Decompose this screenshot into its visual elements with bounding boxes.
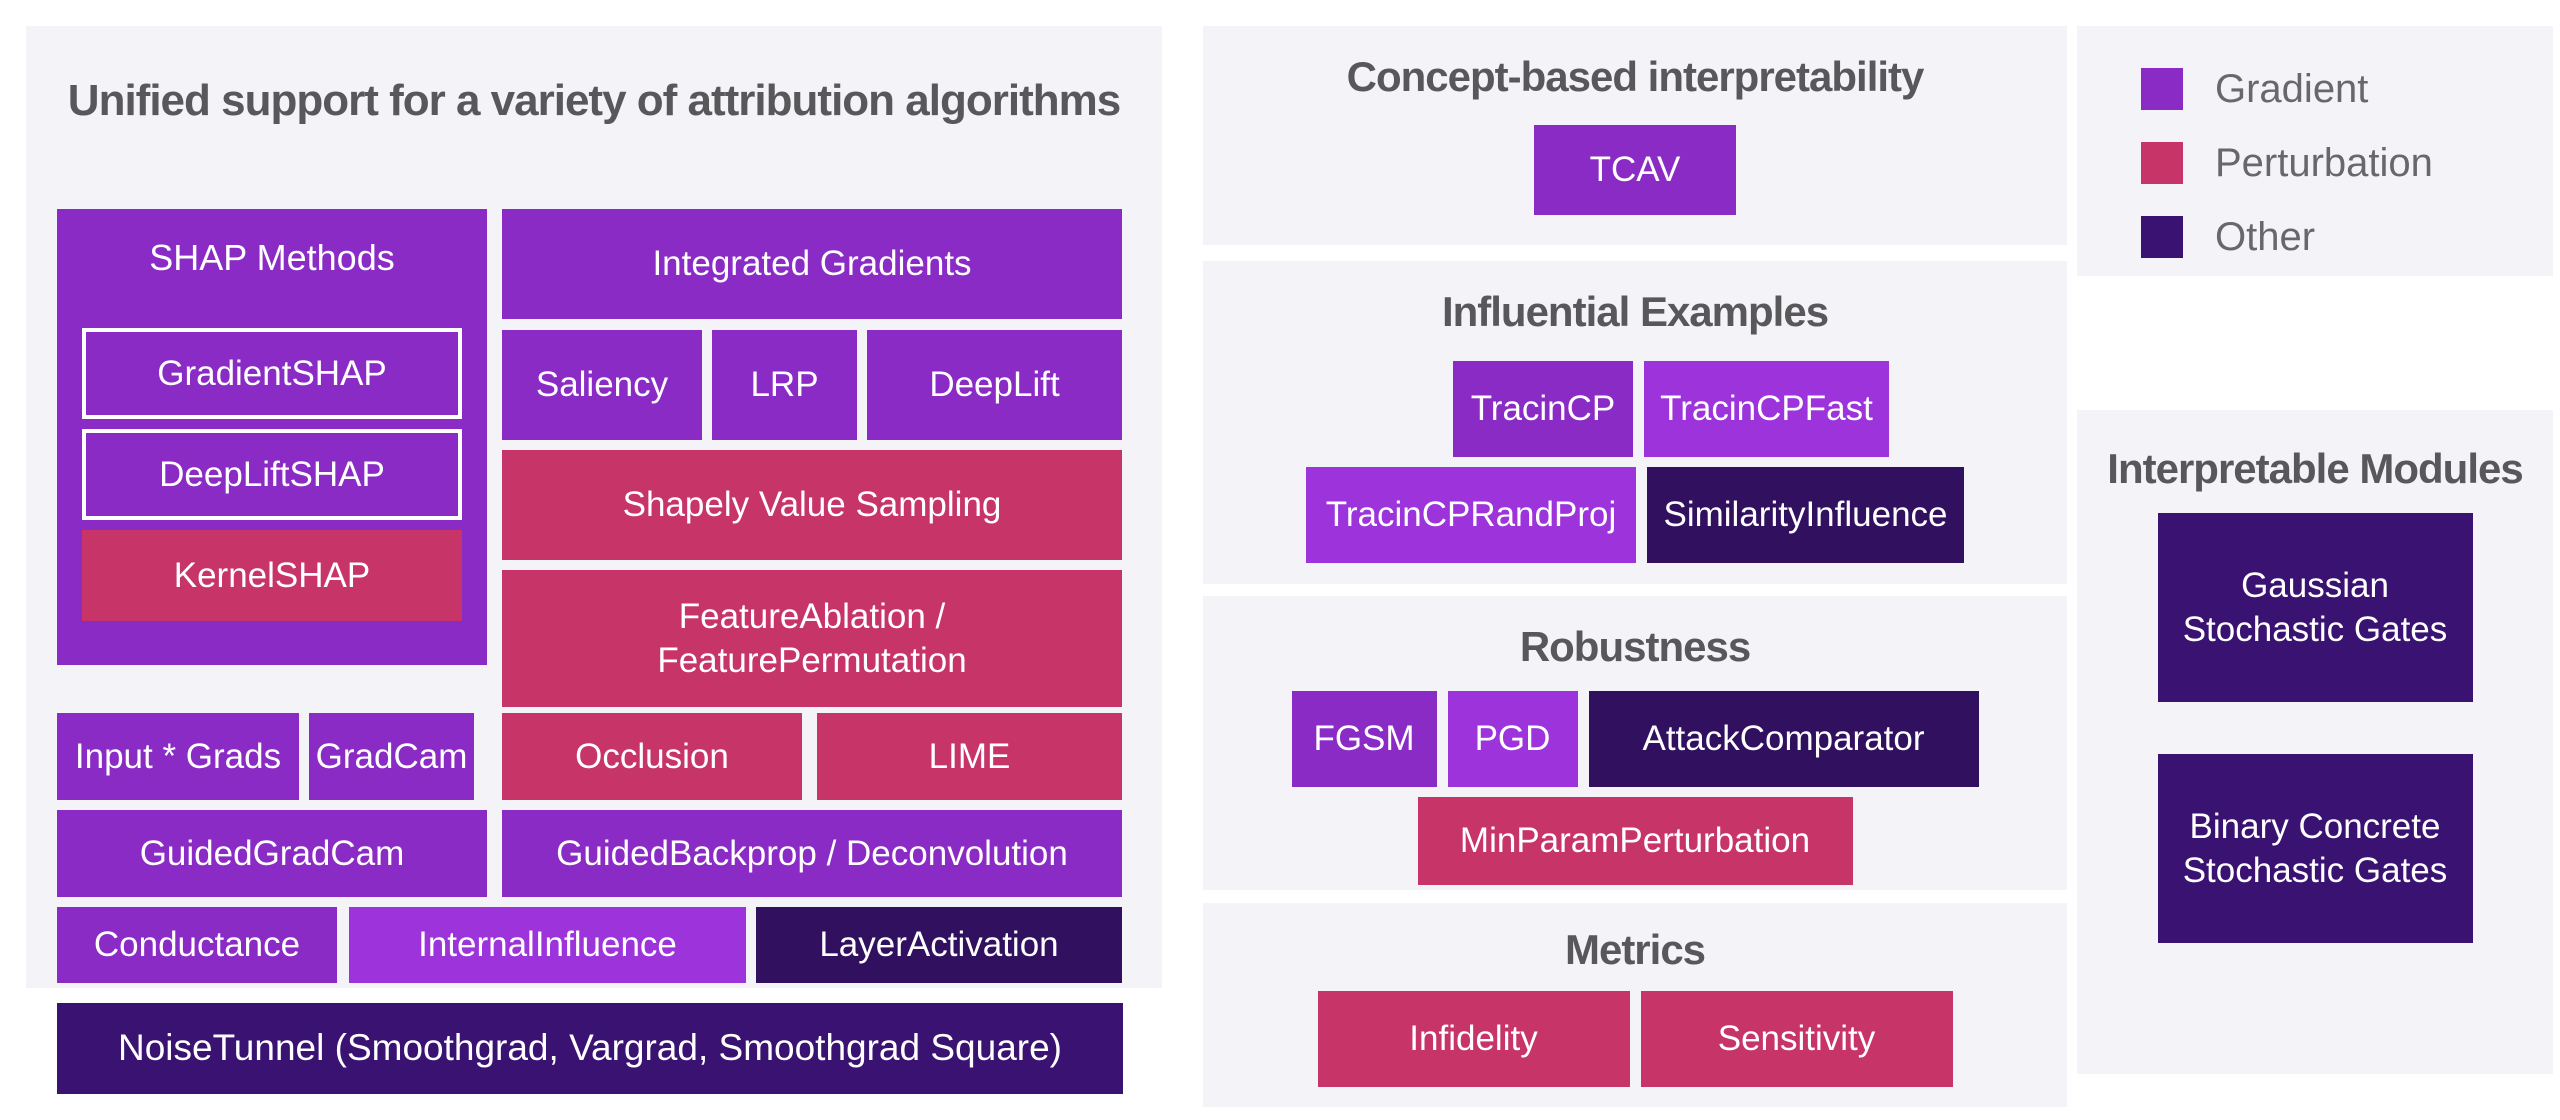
min-param-perturbation-box: MinParamPerturbation — [1417, 797, 1853, 885]
feature-ablation-permutation-label: FeatureAblation / FeaturePermutation — [657, 596, 967, 680]
interpretable-modules-panel: Interpretable Modules Gaussian Stochasti… — [2077, 410, 2553, 1074]
guided-backprop-deconvolution-box: GuidedBackprop / Deconvolution — [502, 810, 1122, 897]
legend-list: Gradient Perturbation Other — [2077, 26, 2553, 258]
other-color-swatch — [2141, 216, 2183, 258]
tracincp-fast-box: TracinCPFast — [1644, 361, 1889, 457]
layer-activation-box: LayerActivation — [756, 907, 1122, 983]
attack-comparator-box: AttackComparator — [1588, 691, 1979, 787]
infidelity-box: Infidelity — [1317, 991, 1630, 1087]
internal-influence-box: InternalInfluence — [349, 907, 746, 983]
shap-methods-label: SHAP Methods — [149, 237, 395, 278]
concept-interpretability-panel: Concept-based interpretability TCAV — [1203, 26, 2067, 245]
attribution-row-1: Input * Grads GradCam Occlusion LIME — [57, 713, 1122, 800]
perturbation-color-swatch — [2141, 142, 2183, 184]
fgsm-box: FGSM — [1291, 691, 1437, 787]
input-grads-box: Input * Grads — [57, 713, 299, 800]
metrics-panel-title: Metrics — [1564, 926, 1706, 973]
metrics-panel: Metrics Infidelity Sensitivity — [1203, 903, 2067, 1107]
shap-methods-group: SHAP Methods GradientSHAP DeepLiftSHAP K… — [57, 209, 487, 665]
influential-panel-title: Influential Examples — [1441, 288, 1829, 335]
deeplift-box: DeepLift — [867, 330, 1122, 440]
gradient-shap-box: GradientSHAP — [82, 328, 462, 419]
metrics-row: Infidelity Sensitivity — [1203, 991, 2067, 1087]
attribution-right-column: Integrated Gradients Saliency LRP DeepLi… — [502, 209, 1122, 707]
saliency-row: Saliency LRP DeepLift — [502, 330, 1122, 440]
conductance-box: Conductance — [57, 907, 337, 983]
tcav-box: TCAV — [1534, 125, 1736, 215]
kernel-shap-box: KernelSHAP — [82, 530, 462, 621]
lime-box: LIME — [817, 713, 1122, 800]
gaussian-stochastic-gates-box: Gaussian Stochastic Gates — [2157, 513, 2473, 702]
legend-label-gradient: Gradient — [2215, 67, 2369, 111]
influential-row-2: TracinCPRandProj SimilarityInfluence — [1203, 467, 2067, 563]
concept-panel-title: Concept-based interpretability — [1346, 53, 1925, 100]
legend-item-other: Other — [2141, 216, 2553, 258]
sensitivity-box: Sensitivity — [1640, 991, 1953, 1087]
attribution-left-column: SHAP Methods GradientSHAP DeepLiftSHAP K… — [57, 209, 487, 665]
attribution-algorithms-panel: Unified support for a variety of attribu… — [26, 26, 1162, 988]
binary-concrete-stochastic-gates-box: Binary Concrete Stochastic Gates — [2157, 754, 2473, 943]
legend-label-perturbation: Perturbation — [2215, 141, 2433, 185]
binary-concrete-stochastic-gates-label: Binary Concrete Stochastic Gates — [2182, 806, 2448, 890]
legend-item-perturbation: Perturbation — [2141, 142, 2553, 184]
gaussian-stochastic-gates-label: Gaussian Stochastic Gates — [2182, 565, 2448, 649]
legend-label-other: Other — [2215, 215, 2316, 259]
lrp-box: LRP — [712, 330, 857, 440]
robustness-row-1: FGSM PGD AttackComparator — [1203, 691, 2067, 787]
attribution-panel-title: Unified support for a variety of attribu… — [67, 76, 1121, 125]
robustness-panel: Robustness FGSM PGD AttackComparator Min… — [1203, 596, 2067, 890]
deeplift-shap-box: DeepLiftSHAP — [82, 429, 462, 520]
attribution-row-3: Conductance InternalInfluence LayerActiv… — [57, 907, 1122, 983]
noise-tunnel-box: NoiseTunnel (Smoothgrad, Vargrad, Smooth… — [57, 1003, 1123, 1094]
robustness-row-2: MinParamPerturbation — [1203, 797, 2067, 885]
gradient-color-swatch — [2141, 68, 2183, 110]
influential-row-1: TracinCP TracinCPFast — [1239, 361, 2103, 457]
saliency-box: Saliency — [502, 330, 702, 440]
occlusion-box: Occlusion — [502, 713, 802, 800]
pgd-box: PGD — [1447, 691, 1578, 787]
robustness-panel-title: Robustness — [1519, 623, 1751, 670]
attribution-row-2: GuidedGradCam GuidedBackprop / Deconvolu… — [57, 810, 1122, 897]
similarity-influence-box: SimilarityInfluence — [1647, 467, 1964, 563]
tracincp-box: TracinCP — [1453, 361, 1633, 457]
gradcam-box: GradCam — [309, 713, 474, 800]
shapely-value-sampling-box: Shapely Value Sampling — [502, 450, 1122, 560]
guided-gradcam-box: GuidedGradCam — [57, 810, 487, 897]
feature-ablation-permutation-box: FeatureAblation / FeaturePermutation — [502, 570, 1122, 707]
modules-panel-title: Interpretable Modules — [2107, 445, 2523, 492]
legend-panel: Gradient Perturbation Other — [2077, 26, 2553, 276]
influential-examples-panel: Influential Examples TracinCP TracinCPFa… — [1203, 261, 2067, 584]
integrated-gradients-box: Integrated Gradients — [502, 209, 1122, 319]
tracincp-randproj-box: TracinCPRandProj — [1306, 467, 1636, 563]
legend-item-gradient: Gradient — [2141, 68, 2553, 110]
